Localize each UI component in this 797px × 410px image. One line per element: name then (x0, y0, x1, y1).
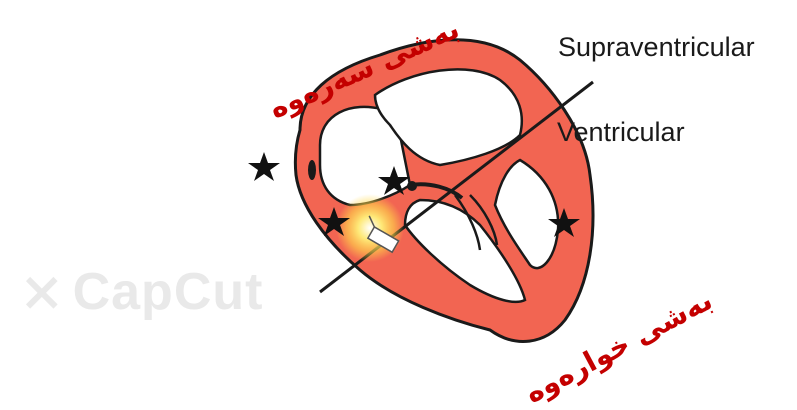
av-node (407, 181, 417, 191)
atrial-mark (308, 160, 316, 180)
label-ventricular: Ventricular (557, 117, 685, 148)
label-supraventricular: Supraventricular (558, 32, 755, 63)
glow-highlight (336, 194, 404, 262)
star-icon (248, 152, 280, 181)
